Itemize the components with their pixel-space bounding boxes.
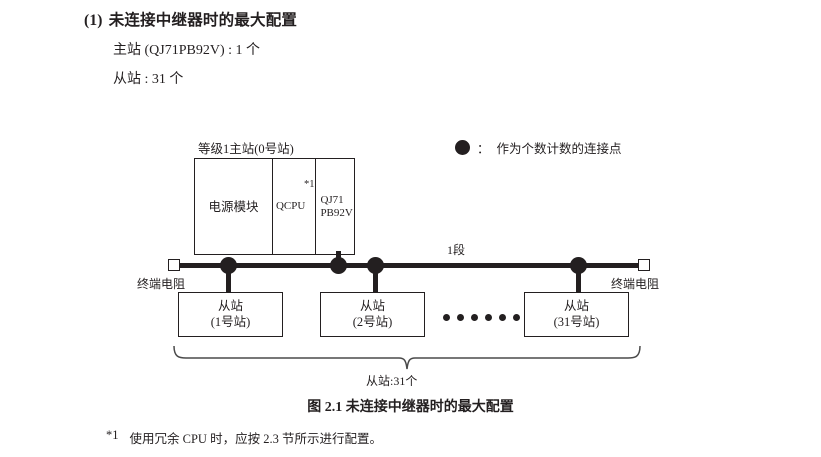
cpu-module-label: QCPU xyxy=(275,200,306,213)
legend: ： 作为个数计数的连接点 xyxy=(455,138,622,157)
footnote-text: 使用冗余 CPU 时，应按 2.3 节所示进行配置。 xyxy=(129,432,382,446)
network-module-label-line2: PB92V xyxy=(320,206,353,219)
terminator-left-icon xyxy=(168,259,180,271)
section-number: (1) xyxy=(84,12,103,29)
terminator-left-label: 终端电阻 xyxy=(137,277,186,291)
master-rack: 电源模块 QCPU *1 QJ71 PB92V xyxy=(194,158,355,255)
ellipsis-dot xyxy=(499,314,506,321)
network-module-label: QJ71 PB92V xyxy=(320,194,352,219)
slave-group-label: 从站:31个 xyxy=(366,374,418,388)
legend-separator: ： xyxy=(477,142,490,156)
ellipsis-dot xyxy=(443,314,450,321)
footnote-marker: *1 xyxy=(106,428,119,442)
network-module-label-line1: QJ71 xyxy=(320,193,344,206)
cpu-footnote-marker: *1 xyxy=(303,179,315,190)
slave-31-name: 从站 xyxy=(563,299,589,314)
ellipsis-dot xyxy=(471,314,478,321)
power-module-cell: 电源模块 xyxy=(195,159,273,254)
spec-master-count: 主站 (QJ71PB92V) : 1 个 xyxy=(113,43,261,58)
segment-label: 1段 xyxy=(447,243,466,257)
section-heading: (1) 未连接中继器时的最大配置 xyxy=(84,8,724,30)
section-title: 未连接中继器时的最大配置 xyxy=(108,12,298,29)
spec-slave-count: 从站 : 31 个 xyxy=(113,72,184,87)
network-module-cell: QJ71 PB92V xyxy=(316,159,354,254)
footnote: *1 使用冗余 CPU 时，应按 2.3 节所示进行配置。 xyxy=(106,428,382,447)
slave-station-box-1: 从站 (1号站) xyxy=(178,292,283,337)
slave-group-brace xyxy=(173,345,641,370)
legend-label: 作为个数计数的连接点 xyxy=(496,142,622,156)
terminator-right-label: 终端电阻 xyxy=(611,277,660,291)
connection-dot-master xyxy=(330,257,347,274)
slave-station-box-31: 从站 (31号站) xyxy=(524,292,629,337)
slave-2-name: 从站 xyxy=(359,299,385,314)
slave-1-name: 从站 xyxy=(217,299,243,314)
connection-point-dot-icon xyxy=(455,140,470,155)
ellipsis-dot xyxy=(457,314,464,321)
terminator-right-icon xyxy=(638,259,650,271)
drop-line-slave-31 xyxy=(576,265,581,292)
ellipsis-dot xyxy=(485,314,492,321)
figure-caption: 图 2.1 未连接中继器时的最大配置 xyxy=(307,400,514,415)
ellipsis-dots xyxy=(443,314,520,321)
drop-line-slave-1 xyxy=(226,265,231,292)
slave-2-station: (2号站) xyxy=(352,314,393,329)
slave-1-station: (1号站) xyxy=(210,314,251,329)
drop-line-slave-2 xyxy=(373,265,378,292)
power-module-label: 电源模块 xyxy=(208,199,259,214)
bus-line xyxy=(176,263,650,268)
cpu-module-cell: QCPU *1 xyxy=(273,159,317,254)
ellipsis-dot xyxy=(513,314,520,321)
heading-block: (1) 未连接中继器时的最大配置 主站 (QJ71PB92V) : 1 个 从站… xyxy=(84,8,724,88)
slave-31-station: (31号站) xyxy=(553,314,600,329)
master-rack-title: 等级1主站(0号站) xyxy=(198,142,294,156)
slave-station-box-2: 从站 (2号站) xyxy=(320,292,425,337)
